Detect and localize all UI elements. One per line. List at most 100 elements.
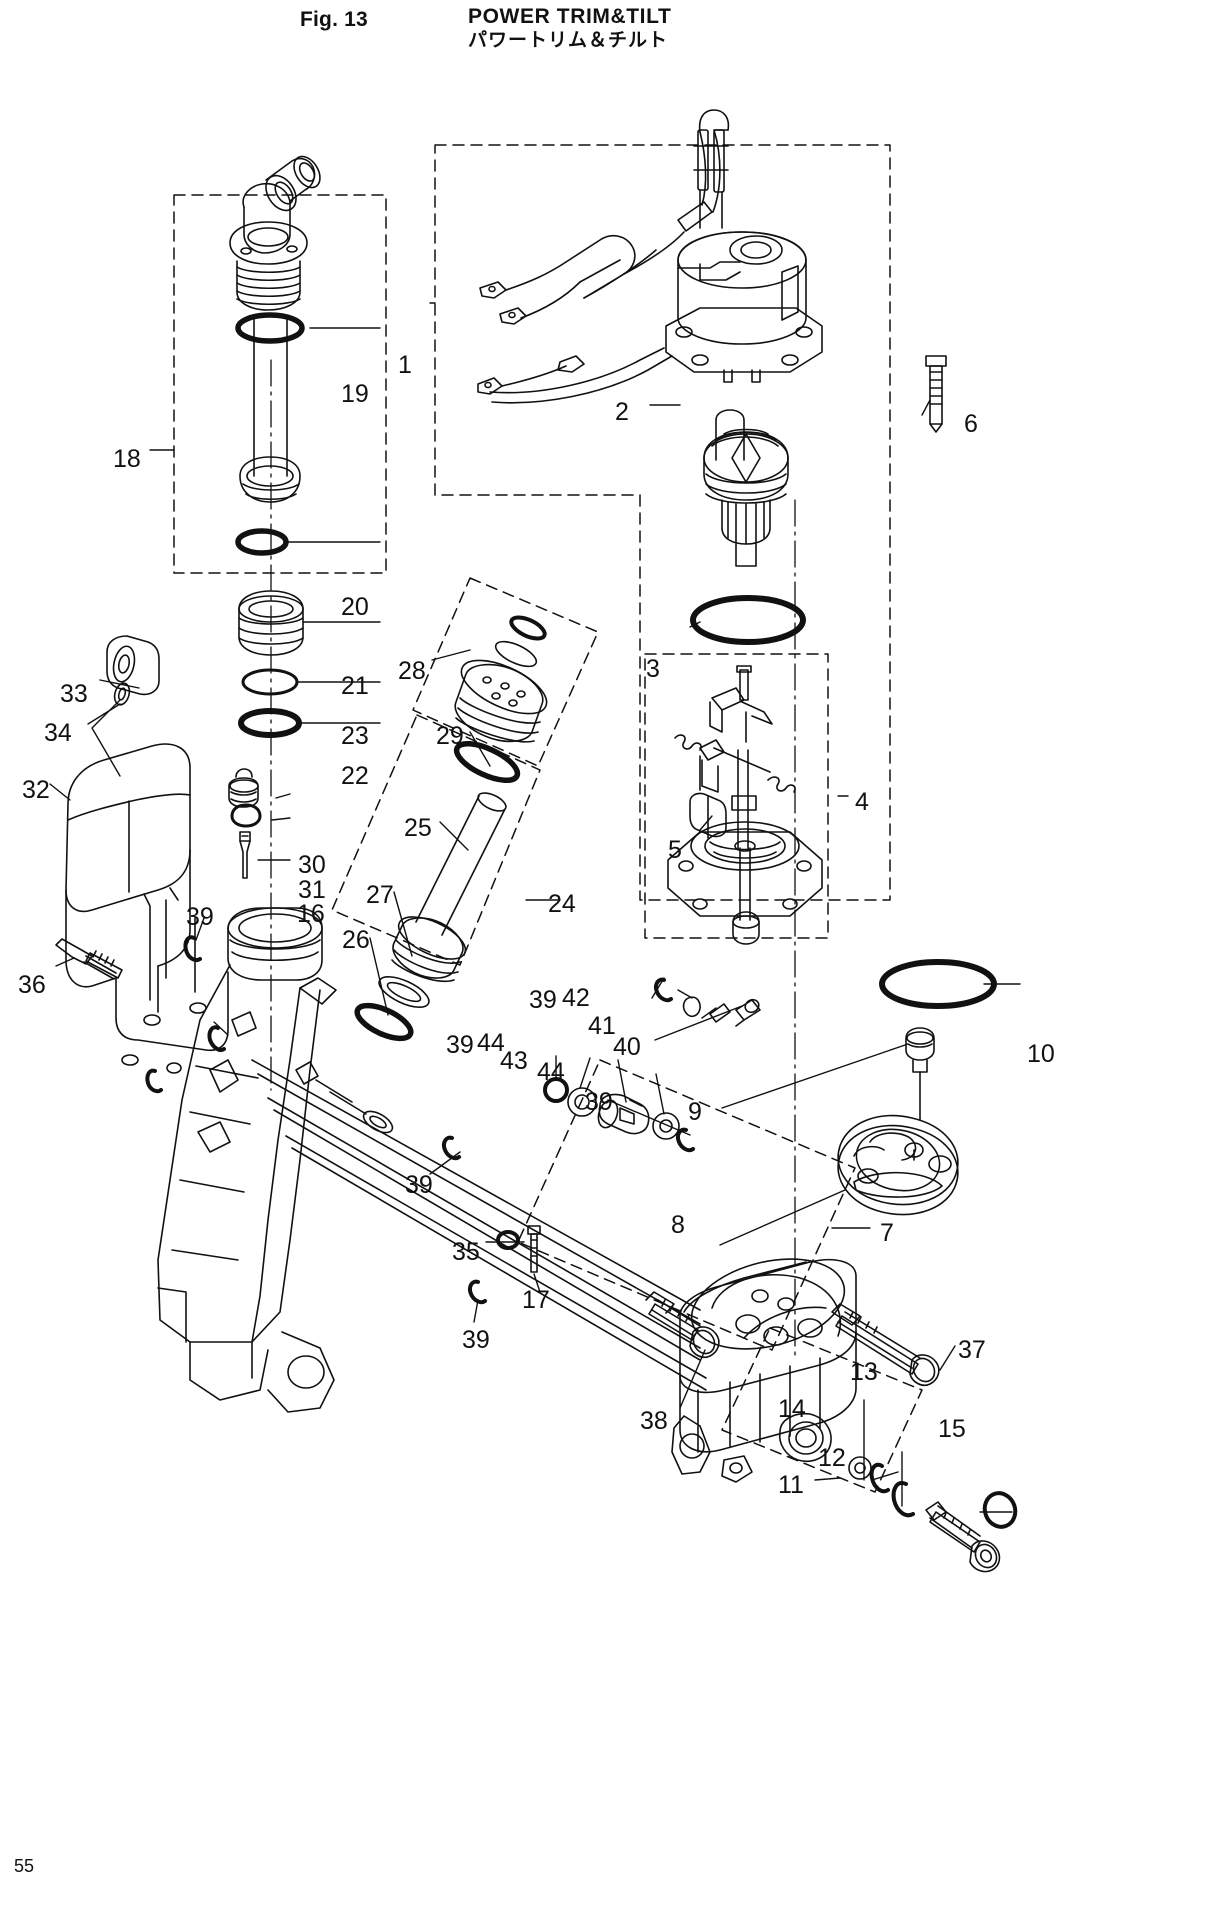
part-39-clip-right <box>675 1127 695 1153</box>
callout-number-39e: 39 <box>405 1171 433 1199</box>
part-21-cylinder-cap <box>238 590 304 656</box>
callout-number-17: 17 <box>522 1286 550 1314</box>
callout-number-39b: 39 <box>529 986 557 1014</box>
callout-number-22: 22 <box>341 762 369 790</box>
diagram-svg <box>49 109 1021 1573</box>
callout-number-1: 1 <box>398 351 412 379</box>
part-9-fitting <box>905 1027 935 1121</box>
part-19-oring <box>235 312 305 344</box>
callout-number-34: 34 <box>44 719 72 747</box>
part-20-oring <box>235 528 289 556</box>
part-armature <box>703 409 789 567</box>
callout-number-18: 18 <box>113 445 141 473</box>
group-box-18 <box>173 194 387 574</box>
callout-number-10: 10 <box>1027 1040 1055 1068</box>
callout-number-5: 5 <box>668 836 682 864</box>
part-11-relief-valve <box>925 1501 1001 1573</box>
axis-center-line <box>270 359 796 1361</box>
part-37-bolt <box>831 1303 940 1387</box>
callout-number-21: 21 <box>341 672 369 700</box>
part-22-oring <box>238 708 302 738</box>
callout-number-43: 43 <box>500 1047 528 1075</box>
part-39-clip-mid <box>441 1135 461 1161</box>
callout-number-19: 19 <box>341 380 369 408</box>
part-38-bolt <box>645 1291 720 1359</box>
callout-number-37: 37 <box>958 1336 986 1364</box>
main-swivel-bracket <box>157 907 707 1413</box>
part-27-rod-head <box>378 916 467 1008</box>
callout-number-13: 13 <box>850 1358 878 1386</box>
callout-number-39c: 39 <box>446 1031 474 1059</box>
part-1-motor-assembly <box>477 109 823 404</box>
callout-number-33: 33 <box>60 680 88 708</box>
callout-number-8: 8 <box>671 1211 685 1239</box>
exploded-parts-diagram <box>0 60 1210 1850</box>
callout-number-7: 7 <box>880 1219 894 1247</box>
callout-number-41: 41 <box>588 1012 616 1040</box>
title-block: POWER TRIM&TILT パワートリム＆チルト <box>468 5 888 52</box>
part-42-pin <box>682 996 701 1018</box>
part-12-clip <box>891 1481 915 1518</box>
part-39-clip-bottom <box>467 1279 487 1305</box>
page-title-english: POWER TRIM&TILT <box>468 5 672 28</box>
part-8-valve-plate <box>837 1114 959 1216</box>
part-4-brush-holder <box>667 665 823 945</box>
callout-number-6: 6 <box>964 410 978 438</box>
part-40-nipple <box>735 998 761 1027</box>
page-title-japanese: パワートリム＆チルト <box>468 30 669 52</box>
part-13-clip <box>869 1462 890 1494</box>
callout-number-32: 32 <box>22 776 50 804</box>
group-box-7 <box>517 1059 856 1351</box>
callout-number-40: 40 <box>613 1033 641 1061</box>
part-30-fitting <box>228 768 259 808</box>
part-39-clips <box>145 935 226 1094</box>
callout-number-11: 11 <box>778 1471 804 1499</box>
callout-number-39a: 39 <box>186 903 214 931</box>
callout-number-14: 14 <box>778 1395 806 1423</box>
callout-number-42: 42 <box>562 984 590 1012</box>
callout-number-36: 36 <box>18 971 46 999</box>
part-16-pin <box>239 831 251 879</box>
part-28-piston-assembly <box>453 615 548 784</box>
part-36-bolt <box>55 938 123 980</box>
group-box-4 <box>644 653 829 939</box>
callout-number-9: 9 <box>688 1098 702 1126</box>
callout-number-44a: 44 <box>477 1029 505 1057</box>
callout-number-38: 38 <box>640 1407 668 1435</box>
part-6-bolt <box>925 355 947 433</box>
part-43-valve-body-small <box>597 1093 650 1135</box>
callout-number-28: 28 <box>398 657 426 685</box>
callout-number-2: 2 <box>615 398 629 426</box>
callout-number-44b: 44 <box>537 1058 565 1086</box>
group-box-28 <box>412 577 599 767</box>
part-39-clip-upper <box>653 977 673 1003</box>
callout-number-20: 20 <box>341 593 369 621</box>
callout-number-15: 15 <box>938 1415 966 1443</box>
group-box-1 <box>434 144 891 901</box>
page-header: Fig. 13 POWER TRIM&TILT パワートリム＆チルト <box>0 0 1210 70</box>
part-18-tilt-ram <box>229 155 321 556</box>
part-17-screw <box>527 1225 541 1273</box>
callout-number-27: 27 <box>366 881 394 909</box>
figure-label: Fig. 13 <box>300 8 368 31</box>
part-32-reservoir <box>65 743 229 1074</box>
callout-number-30: 30 <box>298 851 326 879</box>
part-23-backup-ring <box>241 668 299 696</box>
callout-number-16: 16 <box>297 900 325 928</box>
part-15-snapring <box>982 1491 1018 1529</box>
callout-number-25: 25 <box>404 814 432 842</box>
callout-number-39f: 39 <box>462 1326 490 1354</box>
part-10-oring <box>879 959 997 1009</box>
callout-number-26: 26 <box>342 926 370 954</box>
part-35-clip <box>496 1230 520 1250</box>
part-29-oring <box>453 740 521 784</box>
part-39-oring-small <box>543 1077 569 1103</box>
part-14-washer <box>848 1456 872 1480</box>
part-26-oring <box>354 1002 414 1042</box>
part-44-bearing-left <box>567 1087 597 1117</box>
part-44-bearing-right <box>652 1112 680 1140</box>
leader-lines <box>49 302 1021 1513</box>
part-33-bushing <box>106 635 160 696</box>
callout-number-3: 3 <box>646 655 660 683</box>
callout-number-35: 35 <box>452 1238 480 1266</box>
